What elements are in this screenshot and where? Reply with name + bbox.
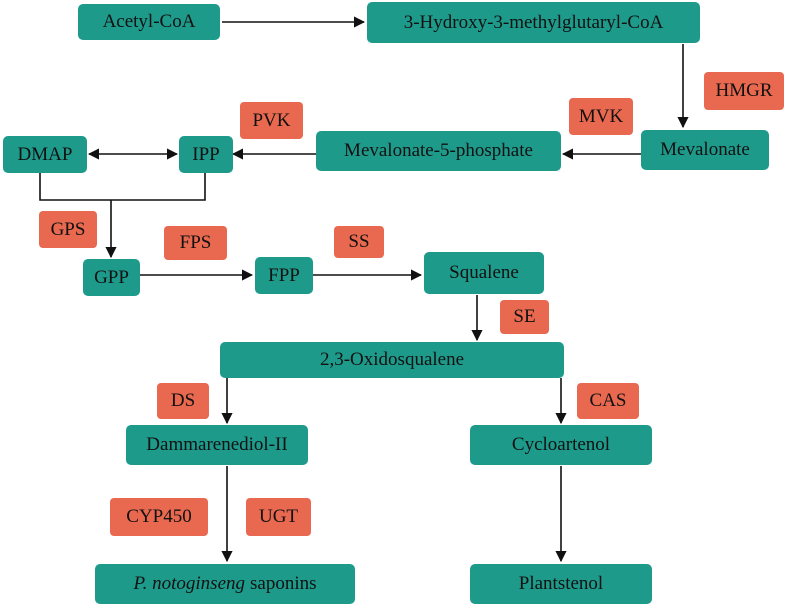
enzyme-se: SE: [500, 300, 549, 334]
node-fpp: FPP: [255, 257, 313, 294]
enzyme-pvk: PVK: [240, 102, 303, 139]
node-dmap: DMAP: [3, 136, 87, 173]
node-mevalonate-5-phosphate: Mevalonate-5-phosphate: [316, 131, 561, 171]
saponins-label: saponins: [250, 573, 317, 594]
node-cycloartenol: Cycloartenol: [470, 425, 652, 465]
enzyme-fps: FPS: [164, 226, 227, 260]
enzyme-ss: SS: [334, 226, 384, 258]
saponins-species-label: P. notoginseng: [133, 573, 246, 594]
enzyme-cyp450: CYP450: [110, 498, 208, 536]
connector-dmap-down: [39, 173, 206, 201]
enzyme-mvk: MVK: [569, 98, 633, 135]
node-hmg-coa: 3-Hydroxy-3-methylglutaryl-CoA: [367, 2, 700, 43]
node-plantstenol: Plantstenol: [470, 564, 652, 604]
node-acetyl-coa: Acetyl-CoA: [78, 4, 220, 40]
enzyme-ds: DS: [157, 383, 209, 419]
node-ipp: IPP: [179, 136, 233, 173]
enzyme-gps: GPS: [39, 211, 97, 248]
enzyme-cas: CAS: [577, 383, 639, 419]
node-gpp: GPP: [83, 259, 140, 296]
node-mevalonate: Mevalonate: [641, 130, 769, 170]
node-oxidosqualene: 2,3-Oxidosqualene: [220, 342, 564, 378]
node-dammarenediol: Dammarenediol-II: [126, 425, 308, 465]
enzyme-ugt: UGT: [246, 498, 311, 536]
enzyme-hmgr: HMGR: [704, 72, 784, 110]
node-squalene: Squalene: [424, 252, 544, 294]
